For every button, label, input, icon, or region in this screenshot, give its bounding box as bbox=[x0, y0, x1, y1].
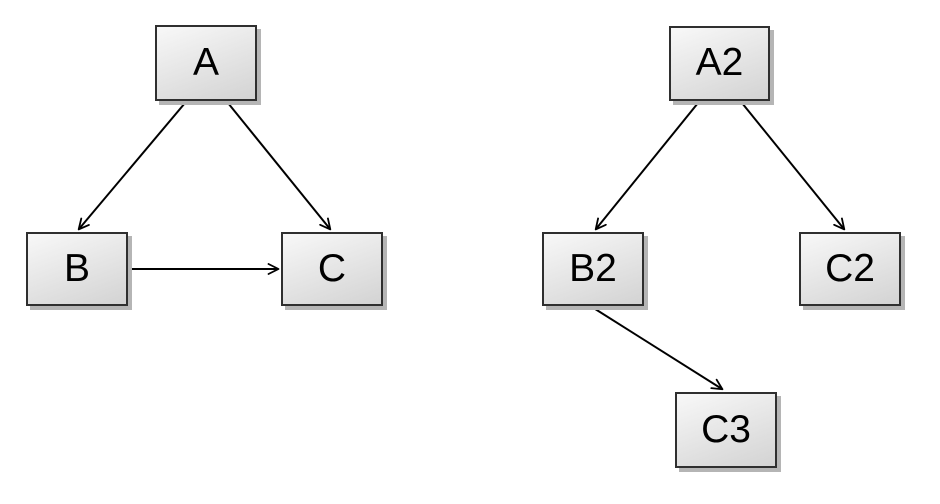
node-B: B bbox=[26, 232, 128, 306]
edge-A2-C2 bbox=[741, 102, 846, 231]
node-label: B bbox=[63, 246, 90, 290]
node-label: C bbox=[317, 246, 347, 290]
node-label: A2 bbox=[695, 41, 744, 84]
node-label: A bbox=[192, 40, 219, 84]
edges-group bbox=[77, 102, 846, 391]
node-B2: B2 bbox=[542, 232, 644, 306]
node-C: C bbox=[281, 232, 383, 306]
edge-A2-B2 bbox=[594, 102, 699, 231]
edge-A-C bbox=[227, 102, 332, 231]
edge-B2-C3 bbox=[591, 306, 724, 391]
node-C2: C2 bbox=[799, 232, 901, 306]
node-label: C3 bbox=[701, 407, 751, 451]
node-label: C2 bbox=[825, 246, 875, 290]
node-C3: C3 bbox=[675, 392, 777, 468]
edge-A-B bbox=[77, 102, 186, 231]
node-label: B2 bbox=[569, 246, 617, 290]
node-A: A bbox=[155, 25, 257, 101]
node-A2: A2 bbox=[669, 26, 770, 101]
